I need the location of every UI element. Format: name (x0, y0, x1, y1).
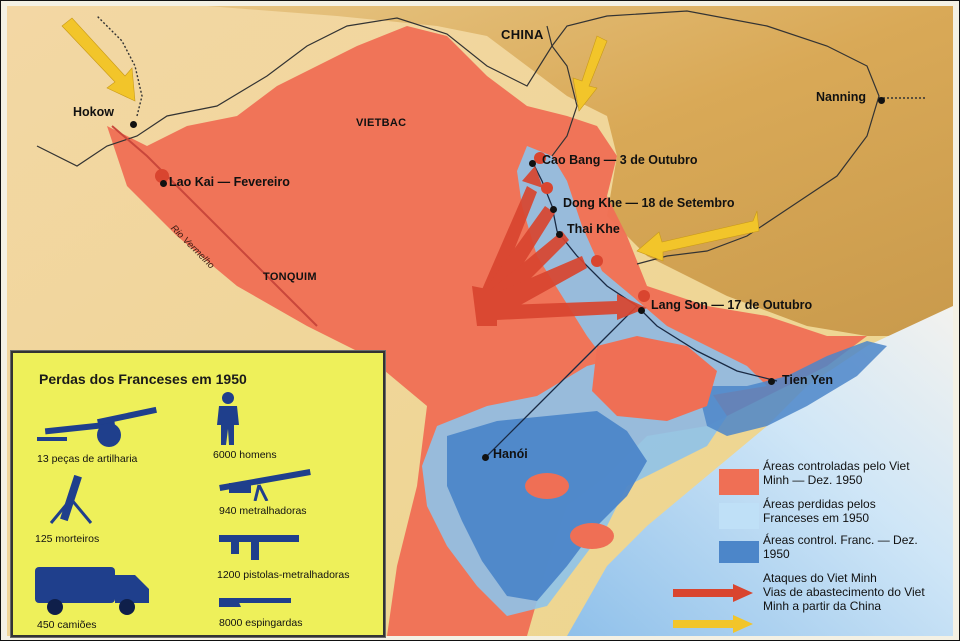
loss-men: 6000 homens (213, 449, 277, 461)
vietbac-label: VIETBAC (356, 117, 407, 129)
dot-hanoi (482, 454, 489, 461)
rifle-icon (219, 598, 291, 607)
attack-arrow-icon (673, 584, 753, 602)
key-supply-routes: Vias de abastecimento do Viet Minh a par… (763, 585, 925, 613)
artillery-icon (37, 406, 157, 447)
vm-enclave-3 (570, 523, 614, 549)
dot-tien-yen (768, 378, 775, 385)
vm-attack-arrows (472, 166, 647, 326)
dot-lao-kai (160, 180, 167, 187)
dot-thai-khe (556, 231, 563, 238)
gulf-of-tonkin (567, 306, 953, 636)
loss-artillery: 13 peças de artilharia (37, 453, 138, 465)
loss-smgs: 1200 pistolas-metralhadoras (217, 569, 350, 581)
tonquim-label: TONQUIM (263, 271, 317, 283)
key-french-controlled: Áreas control. Franc. — Dez. 1950 (763, 533, 918, 561)
map-canvas (7, 6, 953, 636)
losses-title: Perdas dos Franceses em 1950 (39, 371, 247, 387)
french-delta (447, 411, 647, 601)
dot-cao-bang (529, 160, 536, 167)
swatch-vm-area (719, 469, 759, 495)
mortar-icon (49, 475, 93, 524)
key-lost: Áreas perdidas pelos Franceses em 1950 (763, 497, 876, 525)
border-china-east (546, 25, 578, 157)
dot-nanning (878, 97, 885, 104)
loss-trucks: 450 camiões (37, 619, 97, 631)
dong-khe-label: Dong Khe — 18 de Setembro (563, 196, 735, 210)
red-river (111, 125, 318, 327)
nanning-label: Nanning (816, 90, 866, 104)
china-region (67, 6, 953, 336)
losses-panel: Perdas dos Franceses em 1950 13 peças de… (11, 351, 385, 637)
dot-lang-son (638, 307, 645, 314)
truck-icon (35, 567, 149, 615)
viet-minh-area (107, 26, 867, 636)
loss-machine-guns: 940 metralhadoras (219, 505, 307, 517)
swatch-lost-area (719, 503, 759, 529)
smg-icon (219, 535, 299, 560)
key-vm-attacks: Ataques do Viet Minh (763, 571, 877, 585)
dot-dong-khe (550, 206, 557, 213)
key-vm-controlled: Áreas controladas pelo Viet Minh — Dez. … (763, 459, 910, 487)
loss-rifles: 8000 espingardas (219, 617, 303, 629)
hokow-label: Hokow (73, 105, 114, 119)
china-label: CHINA (501, 27, 544, 42)
french-coast (697, 341, 887, 436)
supply-arrow-icon (673, 615, 753, 633)
lao-kai-label: Lao Kai — Fevereiro (169, 175, 290, 189)
cao-bang-label: Cao Bang — 3 de Outubro (542, 153, 698, 167)
loss-mortars: 125 morteiros (35, 533, 100, 545)
map-key: Áreas controladas pelo Viet Minh — Dez. … (673, 453, 951, 640)
machine-gun-icon (219, 469, 311, 501)
railway-hokow (96, 15, 143, 117)
thai-khe-label: Thai Khe (567, 222, 620, 236)
tien-yen-label: Tien Yen (782, 373, 833, 387)
explosion-markers (155, 152, 650, 302)
hanoi-label: Hanói (493, 447, 528, 461)
route-hanoi (486, 305, 638, 457)
supply-arrows (61, 17, 760, 262)
soldier-icon (217, 392, 239, 445)
border-china-north (36, 10, 880, 265)
route-colonial-4 (531, 160, 778, 382)
vm-enclave-2 (525, 473, 569, 499)
dot-hokow (130, 121, 137, 128)
swatch-french-area (719, 541, 759, 563)
vm-enclave-1 (592, 336, 717, 421)
lang-son-label: Lang Son — 17 de Outubro (651, 298, 813, 312)
